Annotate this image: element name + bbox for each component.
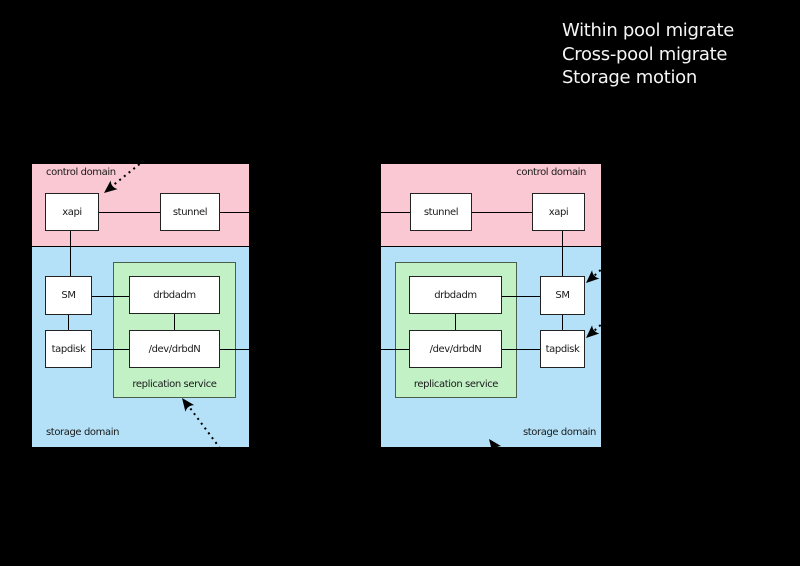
node-label: drbdadm bbox=[153, 289, 196, 301]
right-node-xapi: xapi bbox=[532, 193, 585, 231]
left-node-stunnel: stunnel bbox=[160, 193, 220, 231]
right-storage-domain-label: storage domain bbox=[522, 427, 596, 438]
node-label: tapdisk bbox=[51, 343, 86, 355]
right-node-drbdadm: drbdadm bbox=[409, 276, 502, 314]
node-label: /dev/drbdN bbox=[429, 343, 482, 355]
left-node-tapdisk: tapdisk bbox=[45, 330, 92, 368]
right-node-stunnel: stunnel bbox=[410, 193, 472, 231]
left-node-sm: SM bbox=[45, 276, 92, 315]
node-label: xapi bbox=[62, 206, 82, 218]
right-replication-service-label: replication service bbox=[413, 379, 499, 390]
right-control-domain-label: control domain bbox=[516, 167, 586, 178]
node-label: stunnel bbox=[172, 206, 208, 218]
left-node-xapi: xapi bbox=[45, 193, 99, 231]
legend: Within pool migrate Cross-pool migrate S… bbox=[562, 19, 734, 90]
node-label: stunnel bbox=[423, 206, 459, 218]
left-node-drbdadm: drbdadm bbox=[129, 276, 220, 314]
right-node-dev-drbdn: /dev/drbdN bbox=[409, 330, 502, 368]
node-label: /dev/drbdN bbox=[148, 343, 201, 355]
legend-item-within-pool-migrate: Within pool migrate bbox=[562, 20, 734, 41]
node-label: tapdisk bbox=[545, 343, 580, 355]
left-storage-domain-label: storage domain bbox=[46, 427, 120, 438]
right-node-tapdisk: tapdisk bbox=[540, 330, 585, 368]
node-label: xapi bbox=[548, 206, 569, 218]
node-label: drbdadm bbox=[434, 289, 477, 301]
left-node-dev-drbdn: /dev/drbdN bbox=[129, 330, 220, 368]
node-label: SM bbox=[61, 290, 76, 301]
right-node-sm: SM bbox=[540, 276, 585, 315]
node-label: SM bbox=[555, 290, 570, 301]
legend-item-cross-pool-migrate: Cross-pool migrate bbox=[562, 43, 728, 65]
left-control-domain-label: control domain bbox=[46, 167, 116, 178]
left-replication-service-label: replication service bbox=[132, 379, 217, 390]
legend-item-storage-motion: Storage motion bbox=[562, 67, 697, 88]
